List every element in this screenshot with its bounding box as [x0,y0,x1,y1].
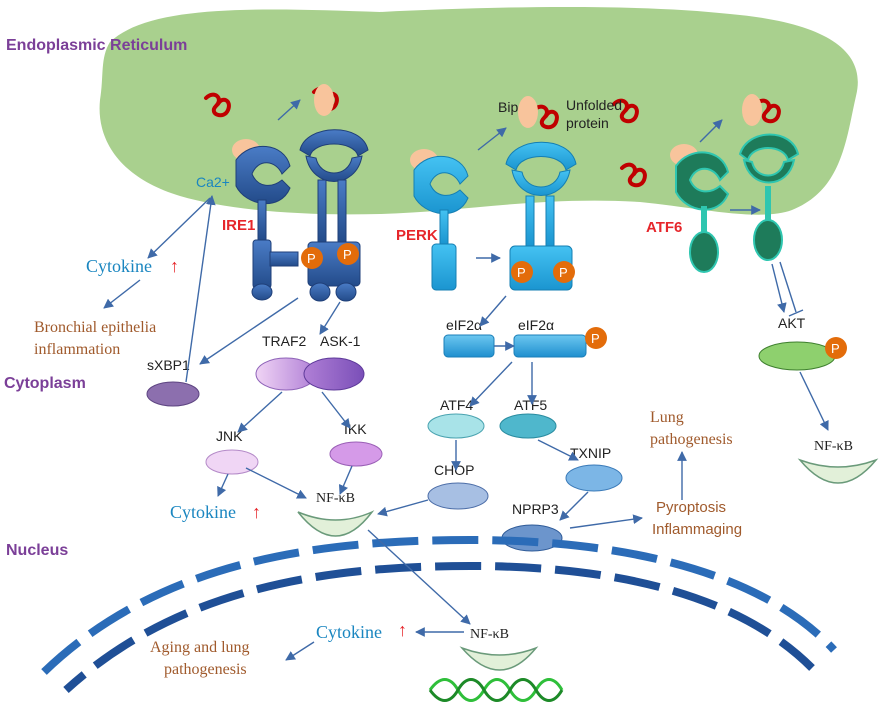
eif2a-label-a: eIF2α [446,317,482,333]
pathway-arrows [103,99,829,661]
up-arrow-icon: ↑ [398,620,407,640]
akt-label: AKT [778,315,806,331]
cytokine-label-nucleus: Cytokine [316,622,382,642]
perk-phospho-label-b: P [559,265,568,280]
aging-label-line1: Aging and lung [150,639,250,656]
ask1-node [303,357,365,391]
nuclear-envelope-inner [63,561,815,693]
up-arrow-icon: ↑ [170,256,179,276]
ask1-label: ASK-1 [320,333,361,349]
perk-phospho-label-a: P [517,265,526,280]
lung-pathogenesis-line1: Lung [650,409,684,426]
bronchial-label-line2: inflammation [34,341,120,358]
pyroptosis-label: Pyroptosis [656,499,726,516]
atf5-node [499,413,557,439]
unfolded-label-line1: Unfolded [566,97,622,113]
eif2a-label-b: eIF2α [518,317,554,333]
nucleus-label: Nucleus [6,542,68,559]
eif2a-node-a [443,334,495,358]
up-arrow-icon: ↑ [252,502,261,522]
atf4-label: ATF4 [440,397,473,413]
ire1-monomer-icon [235,146,299,301]
eif2a-node-b [513,334,587,358]
ikk-node [329,441,383,467]
cytoplasm-label: Cytoplasm [4,375,86,392]
inflammaging-label: Inflammaging [652,521,742,538]
txnip-label: TXNIP [570,445,611,461]
dna-helix-icon [428,678,564,702]
txnip-node [565,464,623,492]
chop-label: CHOP [434,462,474,478]
cytokine-label-left: Cytokine [86,256,152,276]
cytokine-label-mid: Cytokine [170,502,236,522]
bip-label: Bip [498,99,518,115]
traf2-label: TRAF2 [262,333,307,349]
nfkb-label-right: NF-κB [814,439,853,454]
phosphate-icon [825,337,847,359]
perk-label: PERK [396,227,438,244]
ikk-label: IKK [344,421,367,437]
nprp3-label: NPRP3 [512,501,559,517]
phosphate-icon [585,327,607,349]
eif2a-phospho-label: P [591,331,600,346]
sxbp1-node [146,381,200,407]
nfkb-node-right [797,458,879,484]
unfolded-label-line2: protein [566,115,609,131]
nfkb-node-nucleus [461,646,539,671]
aging-label-line2: pathogenesis [164,661,247,678]
atf6-dimer-icon [738,133,800,261]
phosphate-icon [301,243,359,269]
nfkb-node-mid [297,510,375,537]
nuclear-envelope-outer [41,535,837,675]
atf6-monomer-icon [675,151,730,273]
er-label: Endoplasmic Reticulum [6,37,187,54]
atf5-label: ATF5 [514,397,547,413]
sxbp1-label: sXBP1 [147,357,190,373]
ire1-phospho-label-b: P [343,247,352,262]
perk-monomer-icon [413,156,469,291]
lung-pathogenesis-line2: pathogenesis [650,431,733,448]
bronchial-label-line1: Bronchial epithelia [34,319,156,336]
inhibition-icon [779,261,804,317]
calcium-label: Ca2+ [196,174,230,190]
jnk-node [205,449,259,475]
atf6-label: ATF6 [646,219,682,236]
phosphate-icon [511,261,575,283]
ire1-label: IRE1 [222,217,255,234]
chop-node [427,482,489,510]
atf4-node [427,413,485,439]
nfkb-label-mid: NF-κB [316,491,355,506]
jnk-label: JNK [216,428,243,444]
akt-node [758,341,836,371]
nfkb-label-nucleus: NF-κB [470,627,509,642]
akt-phospho-label: P [831,341,840,356]
ire1-phospho-label-a: P [307,251,316,266]
